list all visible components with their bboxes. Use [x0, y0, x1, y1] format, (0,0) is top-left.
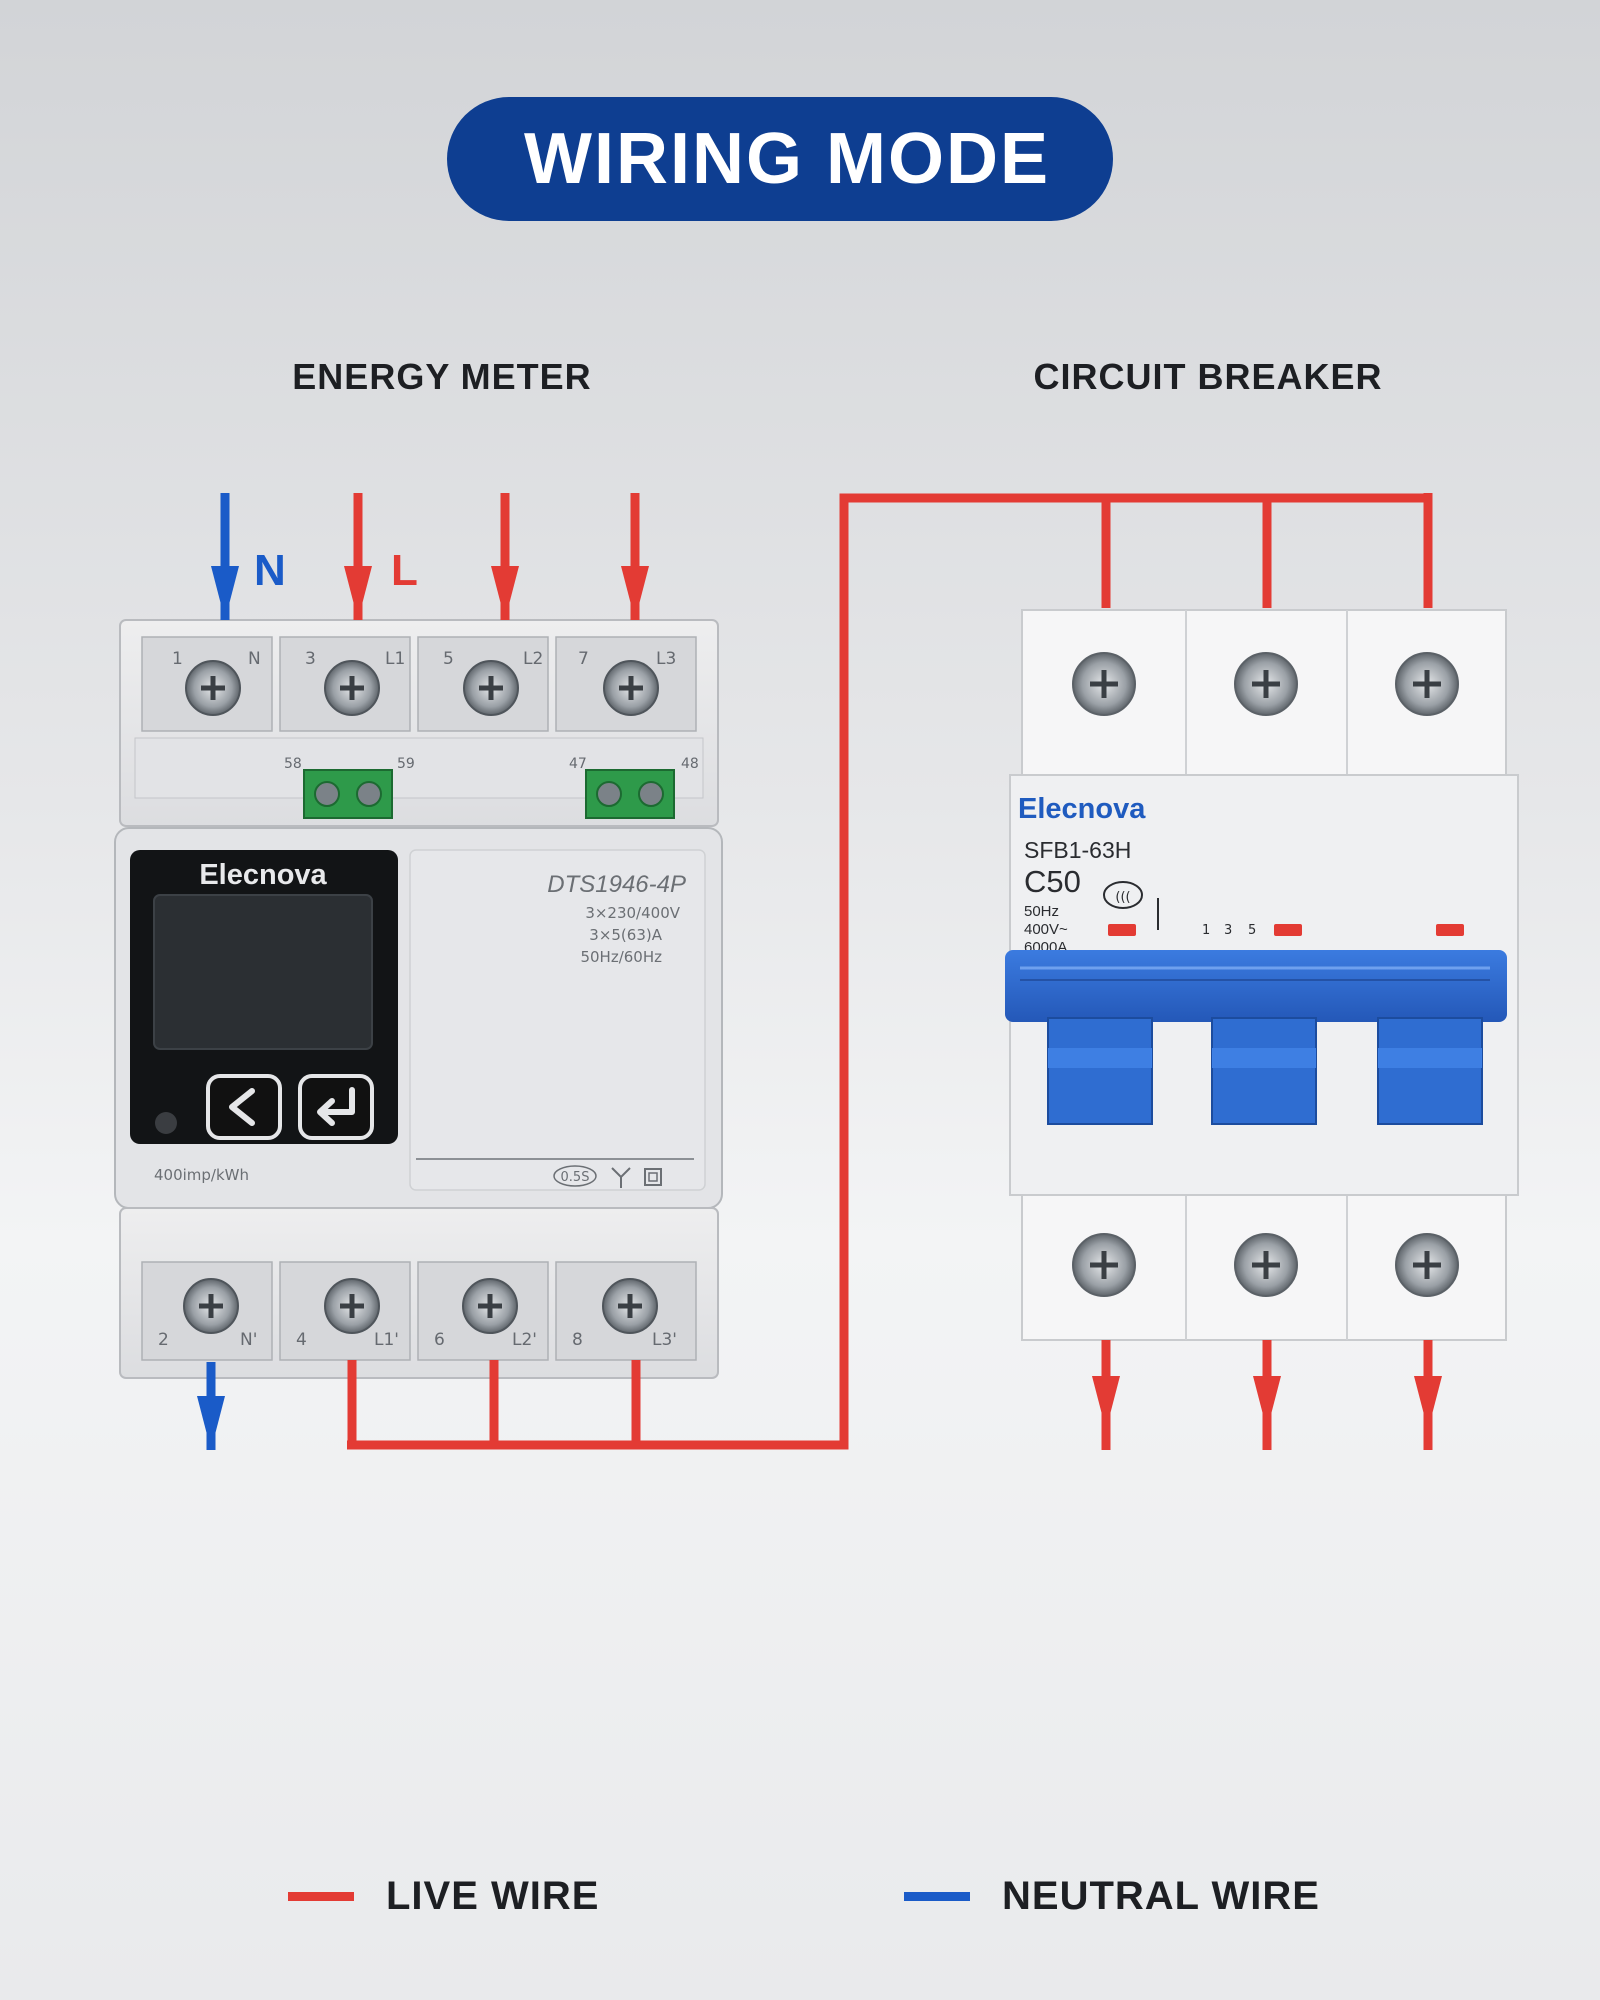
circuit-breaker-heading: CIRCUIT BREAKER: [1033, 356, 1382, 397]
neutral-output-wire: [197, 1362, 225, 1450]
meter-bottom-terminal-l2: 6 L2': [417, 1261, 549, 1361]
terminal-number: 5: [443, 649, 454, 669]
meter-lcd-screen: [153, 894, 373, 1050]
aux-terminal-number: 48: [681, 756, 699, 772]
wye-symbol-icon: [611, 1167, 631, 1188]
arrow-down-icon: [344, 566, 372, 620]
accuracy-class-badge: 0.5S: [553, 1165, 597, 1187]
arrow-down-icon: [211, 566, 239, 620]
meter-accuracy: 0.5S: [561, 1170, 590, 1185]
terminal-number: 4: [296, 1330, 307, 1350]
legend-live-wire: LIVE WIRE: [288, 1872, 599, 1920]
live-input-label: L: [391, 546, 418, 595]
aux-terminal-number: 47: [569, 756, 587, 772]
aux-terminal-number: 59: [397, 756, 415, 772]
energy-meter: 1 N 3 L1 5 L2 7 L3: [114, 619, 723, 1379]
pole-toggle-2[interactable]: [1211, 1017, 1317, 1125]
meter-bottom-terminal-l3: 8 L3': [555, 1261, 697, 1361]
breaker-output-wires: [1092, 1340, 1442, 1450]
neutral-input-label: N: [254, 546, 286, 595]
meter-label-area: [409, 849, 706, 1191]
legend-swatch-neutral: [904, 1891, 970, 1901]
legend-label-live: LIVE WIRE: [386, 1873, 600, 1918]
pole-indicator-3: [1436, 924, 1464, 936]
pole-toggle-1[interactable]: [1047, 1017, 1153, 1125]
energy-meter-heading: ENERGY METER: [292, 356, 591, 397]
meter-spec-current: 3×5(63)A: [589, 926, 662, 944]
meter-bottom-terminals: 2 N' 4 L1' 6 L2' 8 L3: [141, 1261, 697, 1361]
circuit-breaker: Elecnova SFB1-63H C50 50Hz 400V~ 6000A (…: [1005, 609, 1519, 1341]
arrow-down-icon: [1253, 1376, 1281, 1430]
svg-text:(((: (((: [1115, 890, 1130, 905]
breaker-pole-toggles: [1047, 1017, 1483, 1125]
terminal-label: L2': [512, 1330, 537, 1350]
pole-indicator-2: [1274, 924, 1302, 936]
meter-top-terminals: 1 N 3 L1 5 L2 7 L3: [141, 636, 697, 732]
arrow-down-icon: [1092, 1376, 1120, 1430]
aux-terminal-number: 58: [284, 756, 302, 772]
meter-top-terminal-l3: 7 L3: [555, 636, 697, 732]
pulse-led: [155, 1112, 177, 1134]
arrow-down-icon: [491, 566, 519, 620]
title-banner: WIRING MODE: [447, 97, 1113, 221]
meter-pulse-constant: 400imp/kWh: [154, 1166, 249, 1184]
terminal-label: L1: [385, 649, 405, 669]
arrow-down-icon: [621, 566, 649, 620]
terminal-label: L3: [656, 649, 676, 669]
double-insulation-icon: [644, 1168, 662, 1186]
terminal-label: L2: [523, 649, 543, 669]
meter-aux-terminals: 58 59 47 48: [284, 756, 699, 819]
terminal-number: 7: [578, 649, 589, 669]
meter-top-terminal-l2: 5 L2: [417, 636, 549, 732]
title-pill: [447, 97, 1113, 221]
meter-enter-button[interactable]: [298, 1074, 374, 1140]
meter-top-terminal-l1: 3 L1: [279, 636, 411, 732]
terminal-label: L3': [652, 1330, 677, 1350]
meter-spec-frequency: 50Hz/60Hz: [580, 948, 662, 966]
pole-mark: 5: [1248, 923, 1256, 938]
meter-input-wires: N L: [211, 493, 649, 620]
pole-toggle-3[interactable]: [1377, 1017, 1483, 1125]
pole-indicator-1: [1108, 924, 1136, 936]
chevron-left-icon: [229, 1088, 255, 1126]
terminal-number: 1: [172, 649, 183, 669]
arrow-down-icon: [1414, 1376, 1442, 1430]
breaker-model: SFB1-63H: [1024, 837, 1131, 863]
terminal-number: 8: [572, 1330, 583, 1350]
breaker-voltage: 400V~: [1024, 921, 1068, 938]
meter-back-button[interactable]: [206, 1074, 282, 1140]
breaker-handle-bar[interactable]: [1005, 950, 1507, 1022]
meter-bottom-terminal-n: 2 N': [141, 1261, 273, 1361]
live-bus-wire: [347, 493, 1433, 1450]
breaker-top-screws: [1072, 652, 1459, 716]
legend-neutral-wire: NEUTRAL WIRE: [904, 1872, 1320, 1920]
pole-mark: 1: [1202, 923, 1210, 938]
terminal-number: 3: [305, 649, 316, 669]
ccc-mark-icon: (((: [1103, 881, 1143, 909]
breaker-rating: C50: [1024, 864, 1081, 899]
legend-label-neutral: NEUTRAL WIRE: [1002, 1873, 1320, 1918]
enter-icon: [317, 1087, 355, 1126]
terminal-number: 2: [158, 1330, 169, 1350]
pole-mark: 3: [1224, 923, 1232, 938]
legend-swatch-live: [288, 1891, 354, 1901]
terminal-number: 6: [434, 1330, 445, 1350]
breaker-frequency: 50Hz: [1024, 903, 1059, 920]
terminal-label: L1': [374, 1330, 399, 1350]
breaker-brand: Elecnova: [1018, 793, 1146, 825]
meter-top-terminal-n: 1 N: [141, 636, 273, 732]
meter-model: DTS1946-4P: [547, 871, 686, 898]
page-title: WIRING MODE: [524, 119, 1050, 199]
breaker-bottom-screws: [1072, 1233, 1459, 1297]
arrow-down-icon: [197, 1396, 225, 1450]
terminal-label: N: [248, 649, 261, 669]
meter-spec-voltage: 3×230/400V: [585, 904, 680, 922]
meter-bottom-terminal-l1: 4 L1': [279, 1261, 411, 1361]
meter-brand: Elecnova: [199, 859, 327, 891]
terminal-label: N': [240, 1330, 257, 1350]
